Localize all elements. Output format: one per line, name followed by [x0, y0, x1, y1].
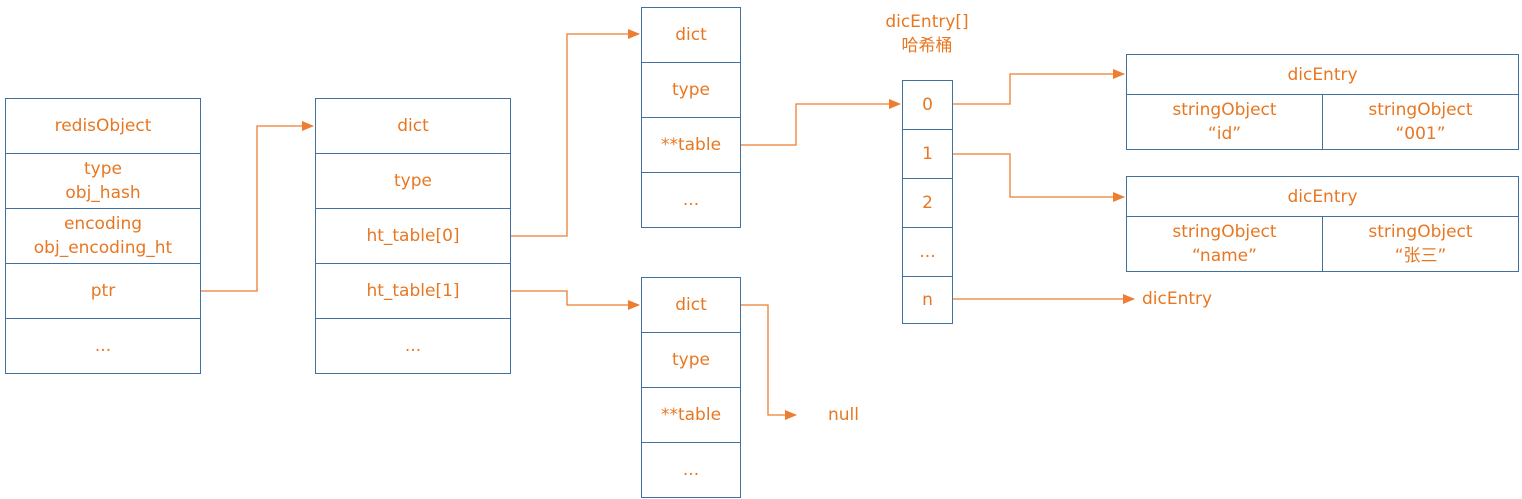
dict-main-header: dict	[316, 99, 510, 154]
dict-main-type: type	[316, 154, 510, 209]
dic-entry-name-key: stringObject“name”	[1172, 222, 1277, 266]
dic-entry-name: dicEntry stringObject“name” stringObject…	[1126, 176, 1519, 272]
dict-table0-type: type	[642, 63, 740, 118]
dict-table1-more: ...	[682, 460, 700, 480]
dict-table1-header: dict	[642, 278, 740, 333]
dic-entry-id-value: stringObject“001”	[1322, 95, 1518, 149]
dict-main-ht-table-0: ht_table[0]	[316, 209, 510, 264]
arrow-bucket0-to-entry	[953, 69, 1125, 105]
redis-object-more: ...	[94, 336, 112, 356]
bucket-n: n	[922, 290, 933, 310]
arrow-bucket1-to-entry	[953, 153, 1125, 202]
arrow-ht0-to-dict	[511, 29, 640, 237]
dict-table0-more: ...	[682, 190, 700, 210]
dict-table0-header: dict	[642, 8, 740, 63]
dict-table1-box: dict type **table ...	[641, 277, 741, 498]
dict-main-ht-table-1: ht_table[1]	[316, 264, 510, 319]
dict-table1-table: **table	[642, 388, 740, 443]
arrow-ht1-to-dict	[511, 290, 640, 310]
bucket-more: ...	[903, 228, 952, 277]
bucket-1: 1	[903, 130, 952, 179]
dict-table0-box: dict type **table ...	[641, 7, 741, 228]
dict-table0-table: **table	[642, 118, 740, 173]
bucket-array-caption: 哈希桶	[901, 36, 953, 56]
bucket-array-box: 0 1 2 ... n	[902, 80, 953, 324]
tail-dic-entry-label: dicEntry	[1142, 289, 1213, 309]
dict-main-more: ...	[404, 336, 422, 356]
arrow-table-to-null	[741, 304, 797, 420]
redis-object-ptr: ptr	[6, 264, 200, 319]
dic-entry-id-header: dicEntry	[1127, 55, 1518, 95]
dic-entry-id: dicEntry stringObject“id” stringObject“0…	[1126, 54, 1519, 150]
redis-object-header: redisObject	[6, 99, 200, 154]
arrow-ptr-to-dict	[201, 121, 314, 292]
dict-table1-type: type	[642, 333, 740, 388]
bucket-2: 2	[903, 179, 952, 228]
bucket-array-type: dicEntry[]	[885, 12, 969, 32]
dic-entry-name-header: dicEntry	[1127, 177, 1518, 217]
bucket-array-title: dicEntry[] 哈希桶	[872, 10, 982, 58]
arrow-table-to-buckets	[741, 99, 901, 146]
bucket-0: 0	[903, 81, 952, 130]
dict-main-box: dict type ht_table[0] ht_table[1] ...	[315, 98, 511, 374]
null-label: null	[828, 405, 859, 425]
dic-entry-id-key: stringObject“id”	[1172, 100, 1277, 144]
dic-entry-name-value: stringObject“张三”	[1322, 217, 1518, 271]
